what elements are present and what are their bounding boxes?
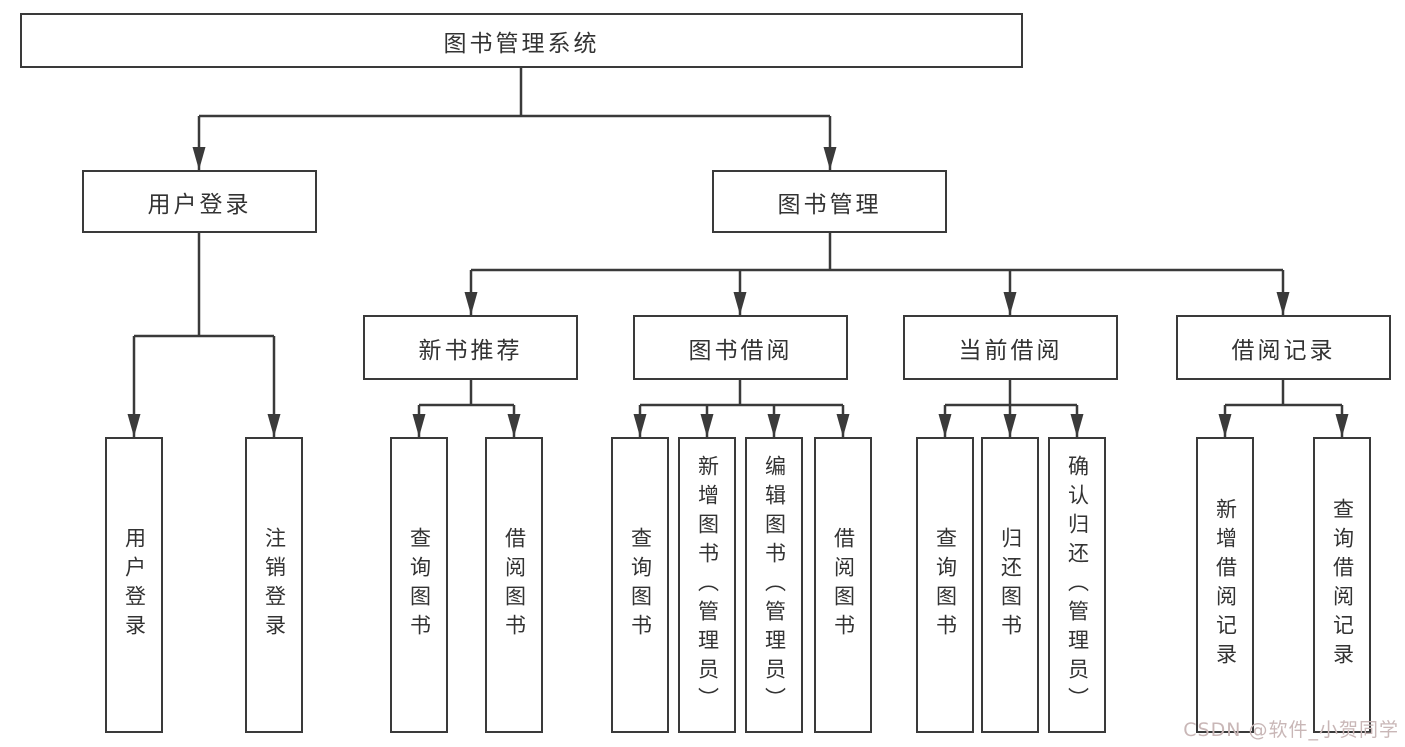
node-label: 当前借阅	[958, 337, 1063, 364]
node-library-system: 图书管理系统	[20, 13, 1023, 68]
node-current-borrow: 当前借阅	[903, 315, 1118, 380]
leaf-label: 新增借阅记录	[1213, 498, 1238, 672]
leaf-label: 查询借阅记录	[1330, 498, 1355, 672]
leaf-label: 借阅图书	[502, 527, 527, 643]
leaf-borrow-books: 借阅图书	[485, 437, 543, 733]
node-label: 新书推荐	[418, 337, 523, 364]
node-label: 图书管理系统	[443, 30, 600, 57]
leaf-label: 借阅图书	[831, 527, 856, 643]
leaf-add-books-admin: 新增图书（管理员）	[678, 437, 736, 733]
leaf-add-borrow-record: 新增借阅记录	[1196, 437, 1254, 733]
leaf-borrow-books: 借阅图书	[814, 437, 872, 733]
node-label: 用户登录	[147, 191, 252, 218]
leaf-user-login: 用户登录	[105, 437, 163, 733]
node-user-login: 用户登录	[82, 170, 317, 233]
leaf-label: 查询图书	[628, 527, 653, 643]
leaf-query-books: 查询图书	[916, 437, 974, 733]
leaf-confirm-return-admin: 确认归还（管理员）	[1048, 437, 1106, 733]
leaf-label: 注销登录	[262, 527, 287, 643]
node-book-borrow: 图书借阅	[633, 315, 848, 380]
leaf-query-books: 查询图书	[390, 437, 448, 733]
leaf-logout: 注销登录	[245, 437, 303, 733]
node-borrow-records: 借阅记录	[1176, 315, 1391, 380]
leaf-label: 新增图书（管理员）	[695, 454, 720, 716]
node-label: 借阅记录	[1231, 337, 1336, 364]
leaf-label: 查询图书	[933, 527, 958, 643]
watermark: CSDN @软件_小贺同学	[1183, 719, 1399, 741]
leaf-query-books: 查询图书	[611, 437, 669, 733]
leaf-label: 用户登录	[122, 527, 147, 643]
leaf-label: 归还图书	[998, 527, 1023, 643]
leaf-edit-books-admin: 编辑图书（管理员）	[745, 437, 803, 733]
node-label: 图书借阅	[688, 337, 793, 364]
leaf-return-books: 归还图书	[981, 437, 1039, 733]
leaf-label: 确认归还（管理员）	[1065, 454, 1090, 716]
node-book-management: 图书管理	[712, 170, 947, 233]
leaf-label: 编辑图书（管理员）	[762, 454, 787, 716]
node-label: 图书管理	[777, 191, 882, 218]
node-new-book-recommend: 新书推荐	[363, 315, 578, 380]
leaf-label: 查询图书	[407, 527, 432, 643]
leaf-query-borrow-record: 查询借阅记录	[1313, 437, 1371, 733]
